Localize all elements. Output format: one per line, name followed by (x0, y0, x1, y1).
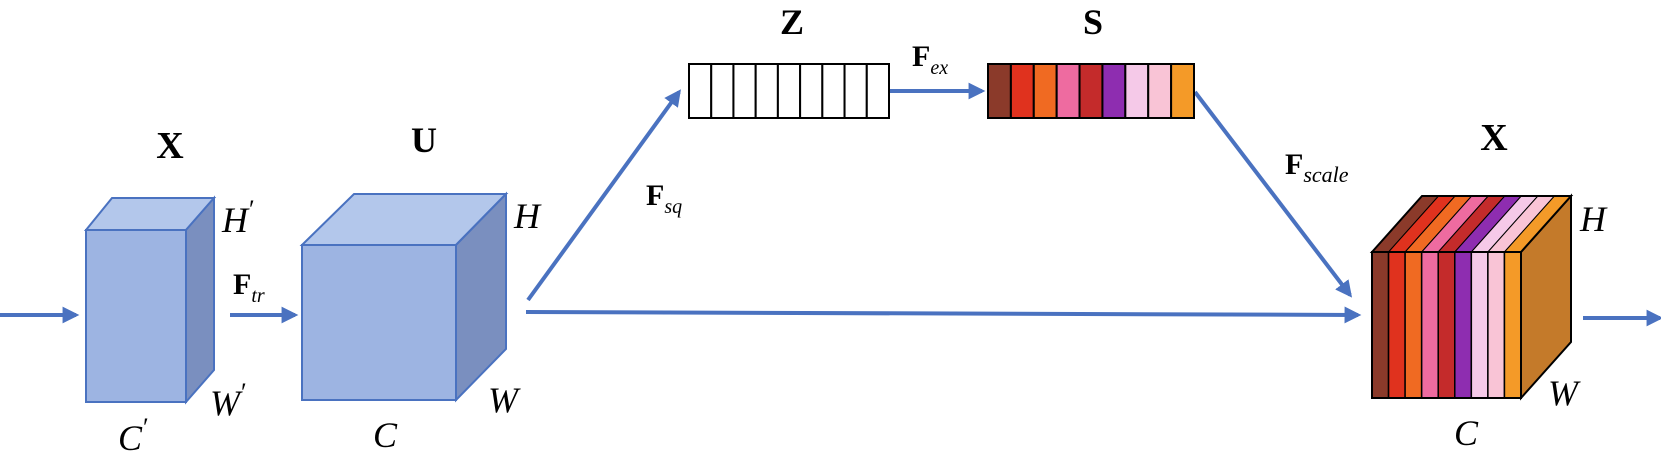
out-cube-front (1371, 251, 1522, 399)
z-cell (688, 63, 713, 119)
z-cell (776, 63, 802, 119)
out-front-stripe (1503, 251, 1522, 399)
z-cell (710, 63, 735, 119)
label-h-prime: H′ (221, 195, 255, 240)
out-front-stripe (1404, 251, 1423, 399)
z-cell (799, 63, 824, 119)
label-x-output: X (1480, 117, 1507, 159)
s-cell (1078, 63, 1104, 119)
label-s: S (1083, 2, 1103, 42)
label-w-output: W (1548, 373, 1581, 413)
op-fsq: Fsq (646, 179, 682, 218)
s-cell (1055, 63, 1081, 119)
z-vector (688, 63, 890, 119)
label-x-input: X (156, 125, 183, 167)
s-cell (1170, 63, 1195, 119)
s-cell (1124, 63, 1150, 119)
out-front-stripe (1371, 251, 1390, 399)
op-fscale: Fscale (1285, 148, 1349, 187)
out-front-stripe (1470, 251, 1489, 399)
scale-arrow (1193, 90, 1353, 298)
label-w: W (488, 380, 521, 420)
label-z: Z (780, 2, 804, 42)
label-h-output: H (1579, 199, 1608, 239)
label-c-prime: C′ (118, 413, 149, 452)
squeeze-arrow (526, 89, 681, 302)
u-cube-front (301, 244, 457, 401)
label-c-output: C (1454, 413, 1479, 452)
z-cell (843, 63, 868, 119)
label-h: H (513, 196, 542, 236)
output-tensor-x (1369, 193, 1574, 401)
feature-map-u (299, 191, 509, 403)
x-cube-front (85, 229, 187, 403)
z-cell (821, 63, 846, 119)
out-front-stripe (1437, 251, 1456, 399)
out-front-stripe (1487, 251, 1506, 399)
skip-arrow (525, 306, 1362, 324)
s-cell (987, 63, 1012, 119)
input-tensor-x (83, 195, 217, 405)
out-front-stripe (1420, 251, 1439, 399)
label-w-prime: W′ (210, 378, 247, 423)
s-cell (1032, 63, 1058, 119)
out-front-stripe (1454, 251, 1473, 399)
s-cell (1147, 63, 1173, 119)
s-vector (987, 63, 1195, 119)
s-cell (1009, 63, 1035, 119)
label-u: U (411, 120, 437, 160)
z-cell (754, 63, 779, 119)
label-c: C (373, 415, 398, 452)
op-fex: Fex (912, 40, 948, 79)
z-cell (732, 63, 757, 119)
x-cube-side (185, 195, 215, 405)
s-cell (1101, 63, 1127, 119)
out-cube-front-outline (1371, 251, 1522, 399)
out-front-stripe (1387, 251, 1406, 399)
z-cell (865, 63, 890, 119)
out-cube-top (1370, 195, 1573, 253)
op-ftr: Ftr (233, 268, 265, 307)
arrows (0, 82, 1661, 327)
